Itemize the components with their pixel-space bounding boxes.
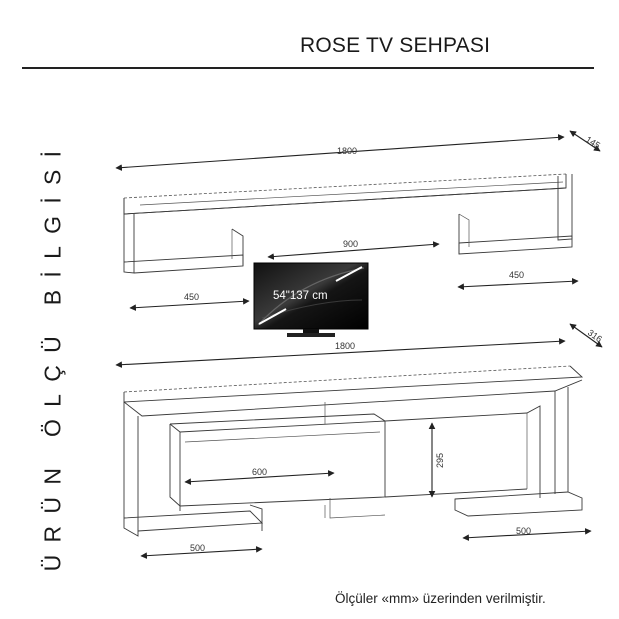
- product-title: ROSE TV SEHPASI: [300, 34, 491, 57]
- right-shelf-dimension: 450: [457, 270, 579, 290]
- left-shelf-label: 450: [184, 292, 199, 302]
- upper-width-label: 1800: [337, 146, 357, 156]
- title-divider: [22, 67, 594, 69]
- upper-depth-dimension: 145: [569, 130, 602, 152]
- right-section-dimension: 500: [462, 526, 592, 541]
- upper-depth-label: 145: [584, 134, 602, 150]
- tv-size-label: 54"137 cm: [273, 290, 328, 302]
- lower-depth-dimension: 316: [569, 323, 604, 348]
- height-label: 295: [435, 453, 445, 468]
- upper-width-dimension: 1800: [115, 134, 565, 171]
- inner-span-dimension: 900: [267, 239, 440, 260]
- left-section-dimension: 500: [140, 543, 263, 559]
- left-shelf-dimension: 450: [129, 292, 250, 311]
- upper-shelf-unit: [123, 173, 573, 274]
- units-footnote: Ölçüler «mm» üzerinden verilmiştir.: [335, 591, 546, 606]
- height-dimension: 295: [428, 422, 445, 498]
- lower-stand-unit: [123, 365, 584, 537]
- lower-width-label: 1800: [335, 341, 355, 351]
- tv-illustration: 54"137 cm: [253, 262, 369, 337]
- drawer-width-label: 600: [252, 467, 267, 477]
- lower-width-dimension: 1800: [115, 338, 566, 368]
- left-section-label: 500: [190, 543, 205, 553]
- drawer-width-dimension: 600: [184, 467, 335, 485]
- lower-depth-label: 316: [586, 327, 604, 344]
- right-shelf-label: 450: [509, 270, 524, 280]
- right-section-label: 500: [516, 526, 531, 536]
- inner-span-label: 900: [343, 239, 358, 249]
